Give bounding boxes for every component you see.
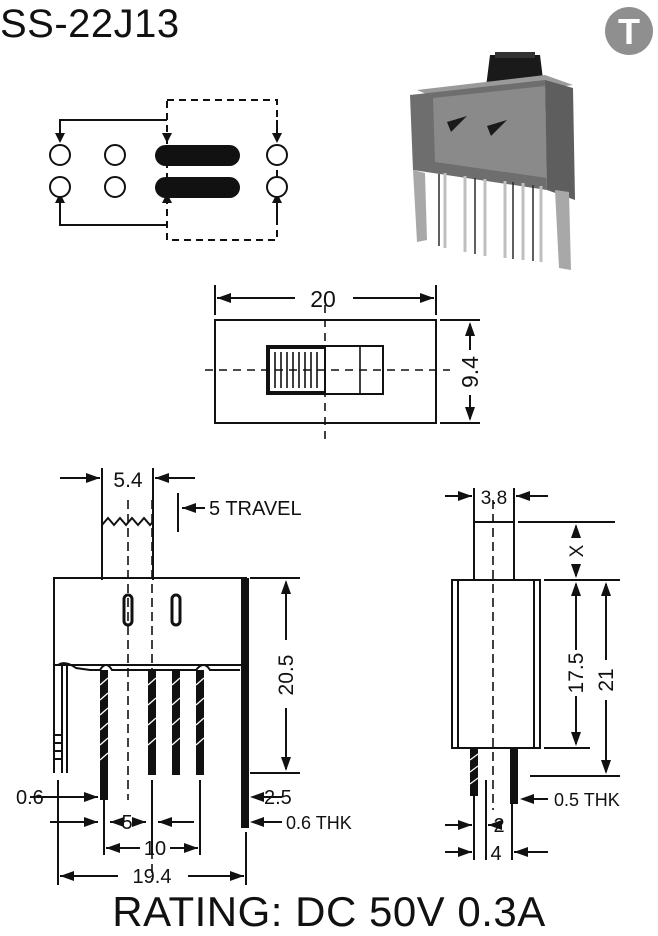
front-view-drawing: 5.4 5 TRAVEL 20.5 0.6 5 10 19.4 2.5 0.6 …: [16, 468, 352, 888]
side-view-body-height: 17.5: [565, 653, 588, 694]
photo-bracket-left: [413, 170, 427, 242]
brand-logo-letter: T: [618, 11, 640, 52]
brand-logo-circle: [605, 7, 653, 55]
side-view-pin-spacing: 2: [493, 815, 504, 837]
pcb-layout-diagram: [49, 99, 288, 241]
top-view-drawing: 20 9.4: [205, 285, 483, 440]
side-view-bracket-thickness: 0.5 THK: [554, 790, 620, 810]
pad-circle: [49, 176, 71, 198]
side-view-actuator-width: 3.8: [481, 488, 507, 509]
front-view-pin: [196, 670, 204, 775]
front-view-overall-width: 19.4: [133, 866, 172, 888]
left-lower-lead: [59, 197, 167, 226]
rating-label: RATING: DC 50V 0.3A: [112, 888, 546, 935]
left-upper-lead: [59, 119, 167, 140]
photo-side-face: [545, 80, 575, 200]
top-view-height-label: 9.4: [457, 356, 483, 388]
front-view-pin: [172, 670, 180, 775]
dashed-contact-box: [166, 99, 278, 241]
brand-logo-icon: T: [605, 7, 653, 55]
front-view-bracket-offset: 2.5: [264, 787, 292, 809]
page-title: SS-22J13: [0, 2, 180, 46]
side-view-bracket: [510, 748, 518, 804]
front-view-pin-span: 10: [144, 838, 166, 860]
front-view-right-bracket: [241, 578, 249, 828]
front-view-travel-label: 5 TRAVEL: [209, 498, 302, 520]
photo-bracket-right: [555, 190, 571, 270]
side-view-body: [451, 579, 541, 749]
front-view-pin: [148, 670, 156, 775]
pad-circle: [104, 176, 126, 198]
side-view-drawing: 3.8 X 17.5 21 2 4 0.5 THK: [445, 488, 620, 865]
front-view-pin-pitch: 5: [121, 812, 132, 834]
side-view-actuator: [473, 521, 515, 581]
front-view-pin: [100, 670, 108, 800]
pad-circle: [49, 144, 71, 166]
pad-circle: [266, 144, 288, 166]
front-view-pin-width: 0.6: [16, 787, 44, 809]
front-view-body: [53, 577, 247, 666]
side-view-overall-height: 21: [595, 668, 618, 691]
pad-circle: [266, 176, 288, 198]
front-view-bracket-thickness: 0.6 THK: [286, 813, 352, 833]
contact-bridge-upper: [155, 145, 240, 166]
side-view-bracket-spacing: 4: [490, 843, 501, 865]
side-view-actuator-height: X: [567, 544, 588, 557]
front-view-body-height: 20.5: [275, 655, 298, 696]
top-view-width-label: 20: [310, 286, 336, 312]
pad-circle: [104, 144, 126, 166]
front-view-actuator-width: 5.4: [113, 469, 143, 492]
side-view-pin: [470, 748, 478, 796]
contact-bridge-lower: [155, 177, 240, 198]
product-photo: [410, 52, 575, 270]
